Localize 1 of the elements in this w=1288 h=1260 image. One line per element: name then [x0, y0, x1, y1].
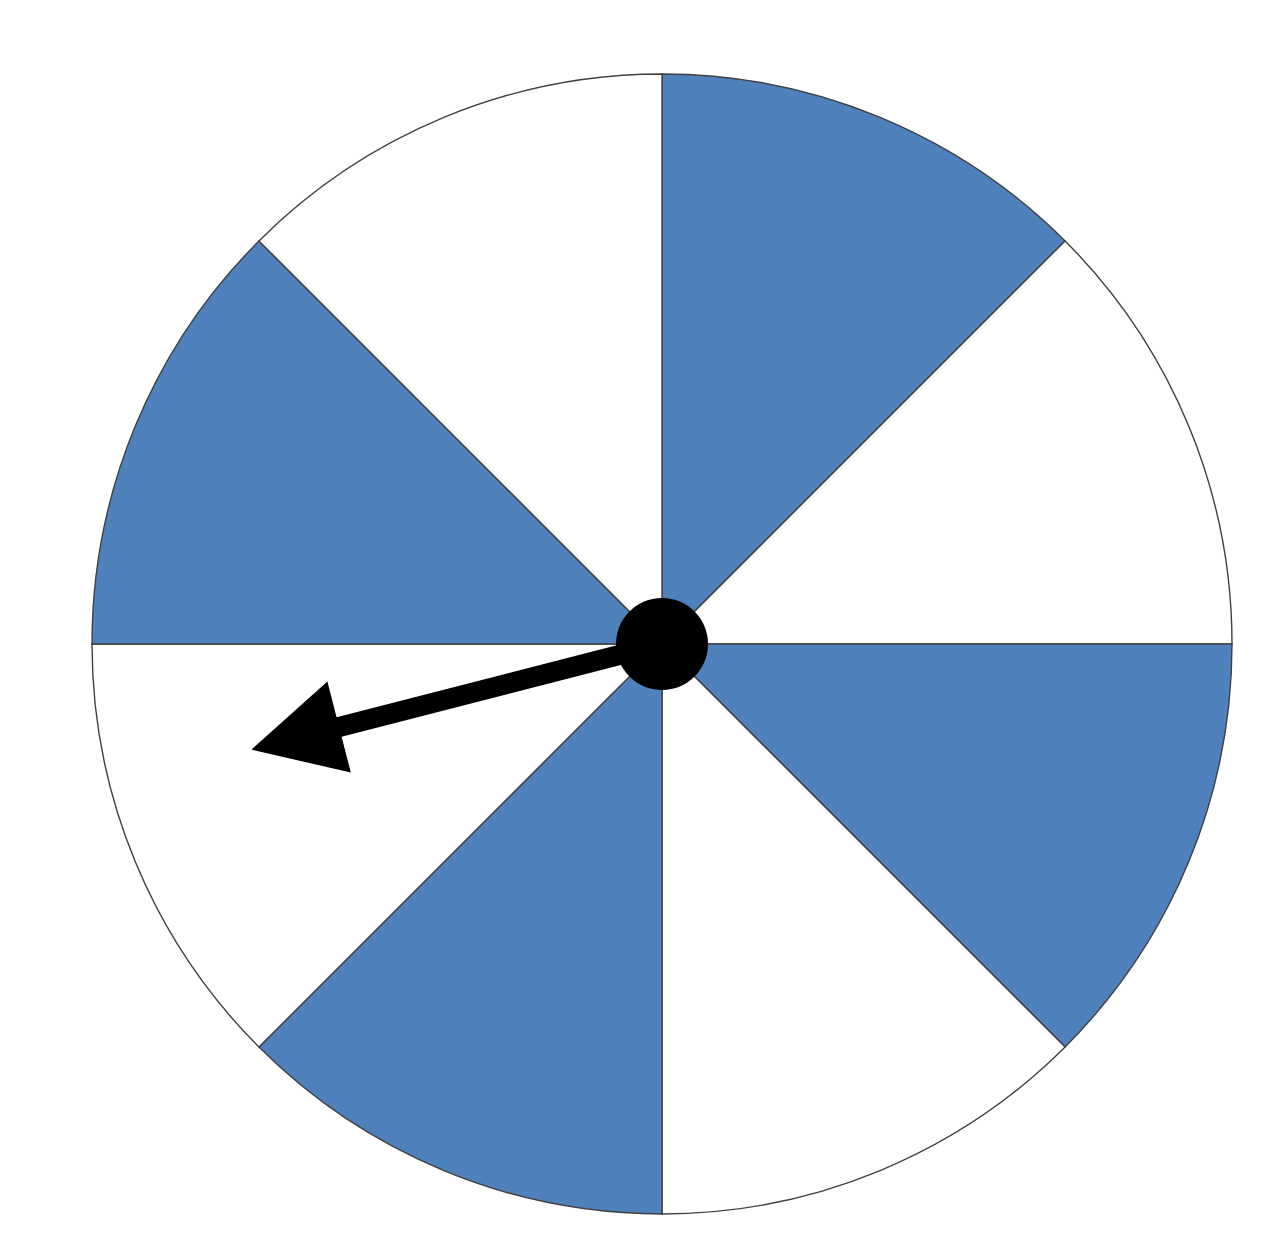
spinner-wheel	[91, 73, 1233, 1215]
